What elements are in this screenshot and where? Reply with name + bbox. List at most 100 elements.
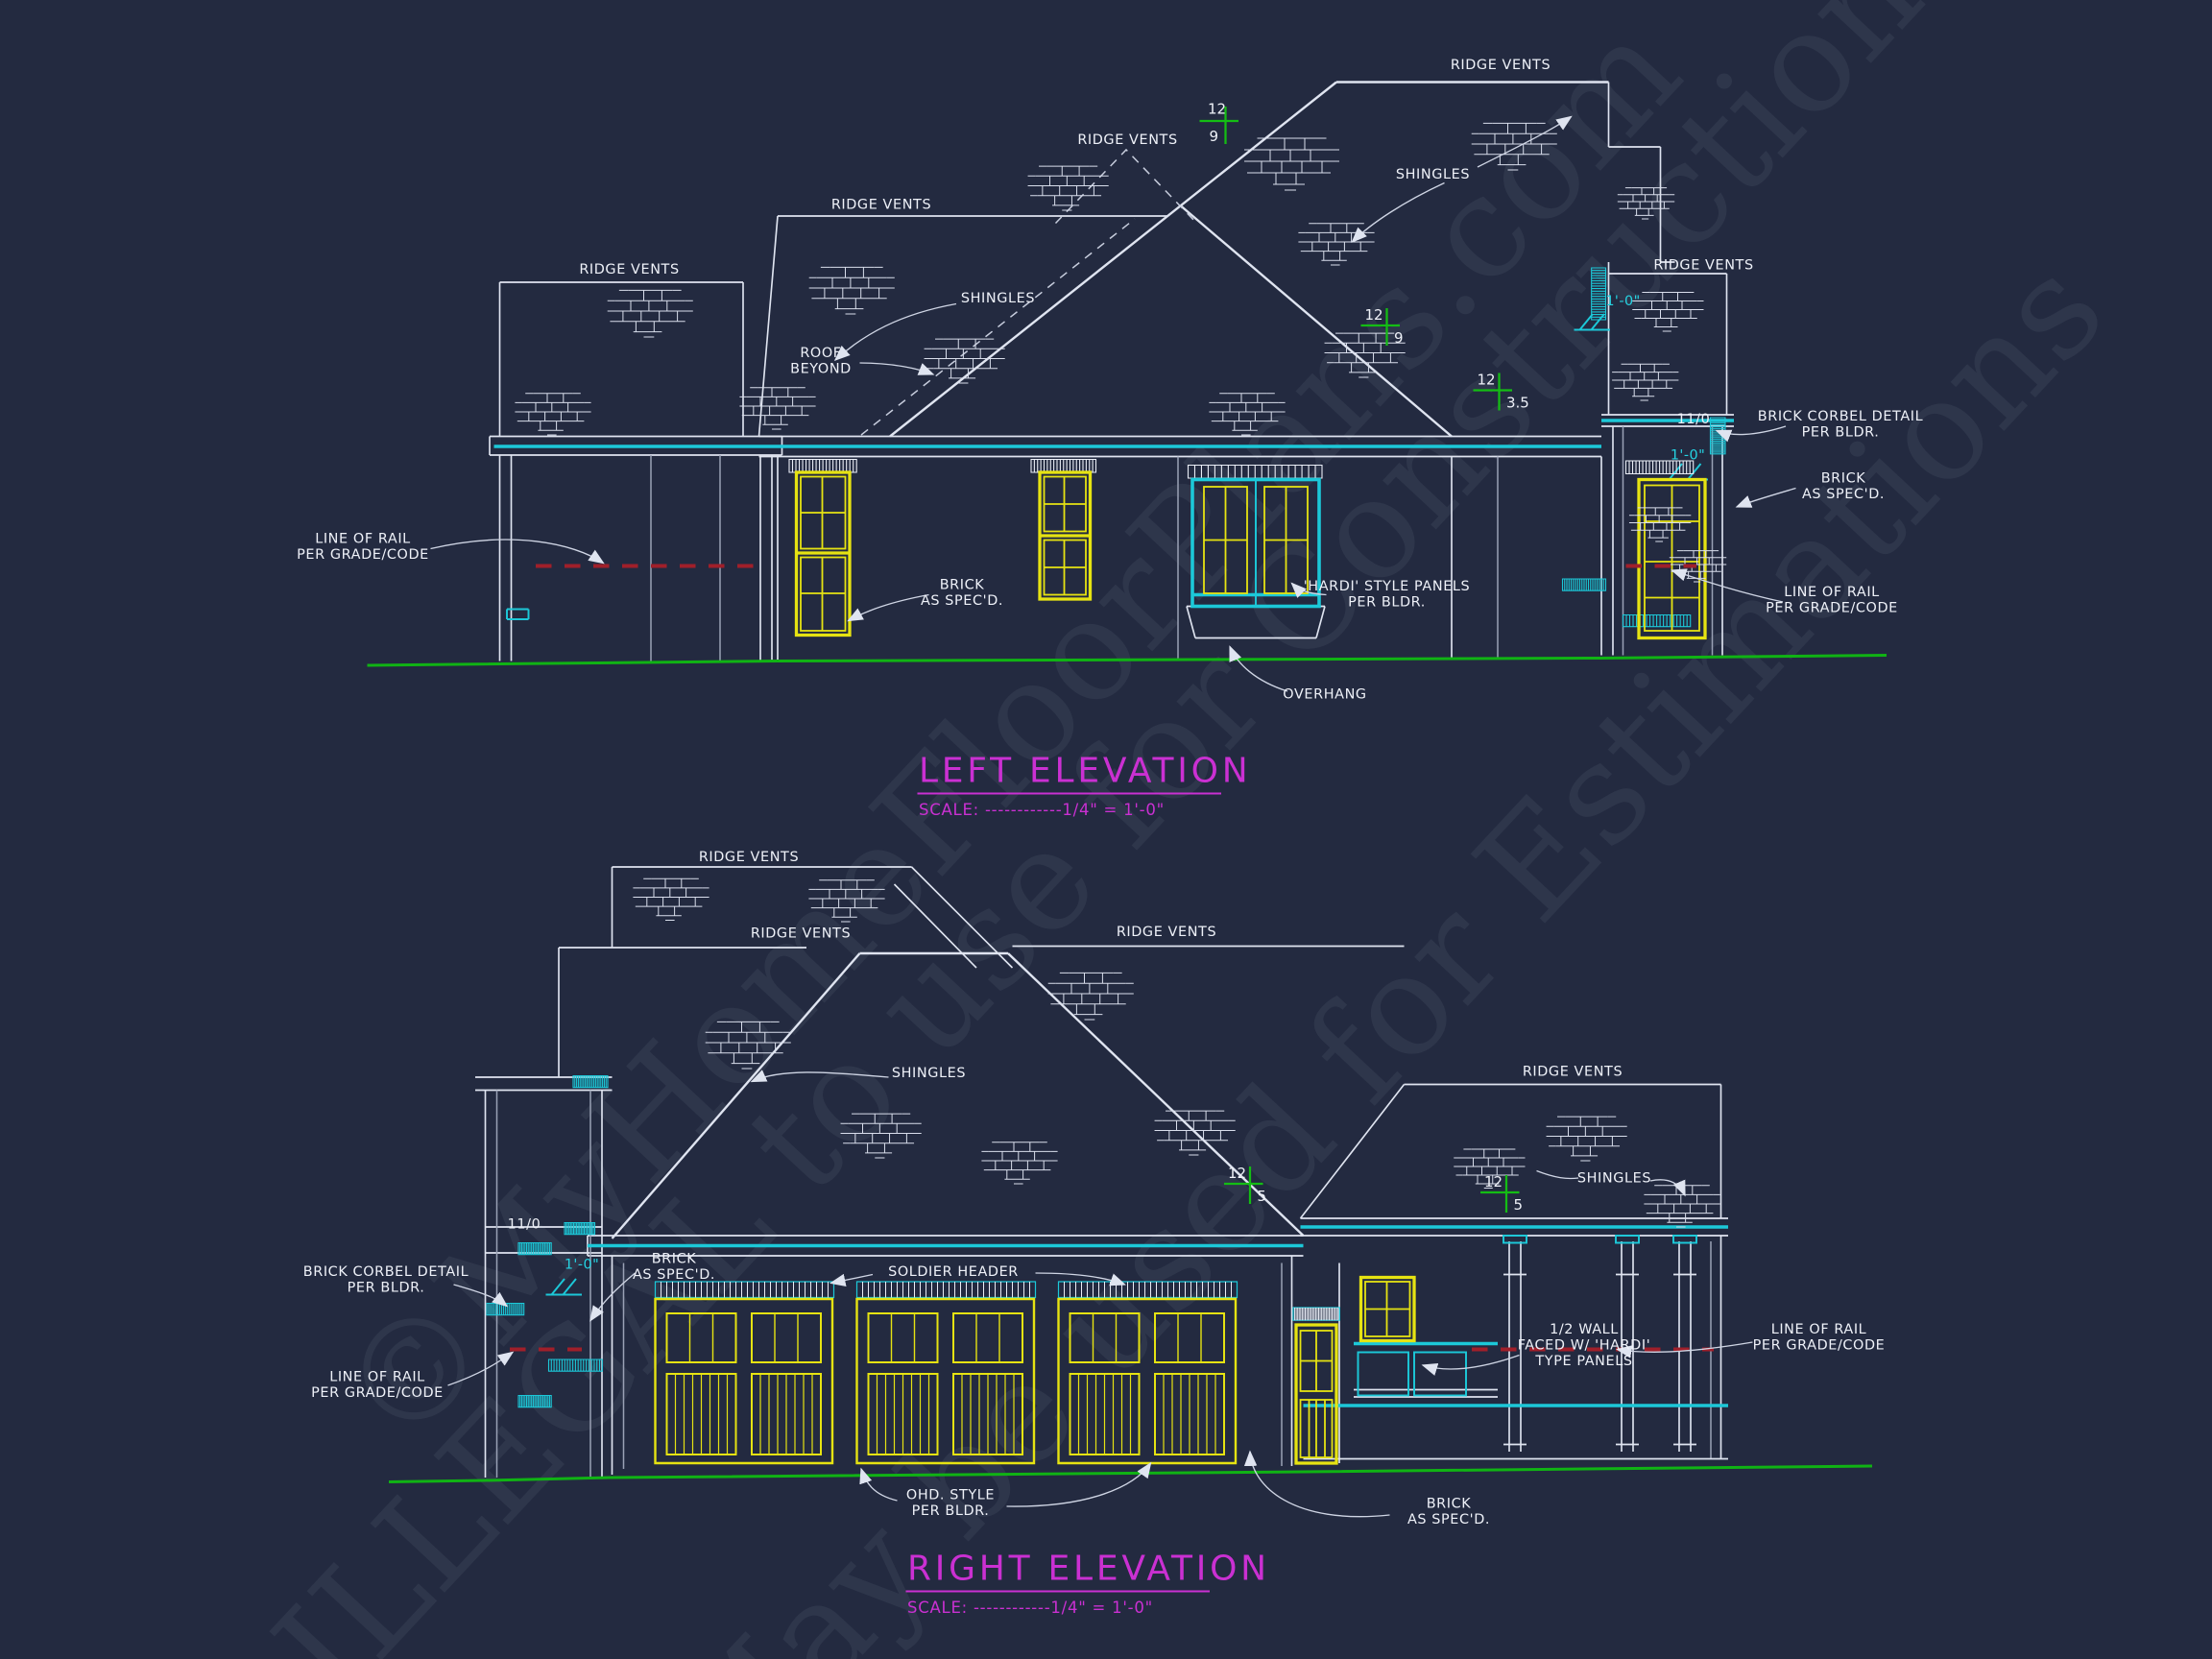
window [1038, 470, 1093, 601]
right-elevation-leaders [447, 1070, 1753, 1518]
left-elevation-windows [788, 458, 1707, 640]
grade-line [367, 654, 1887, 667]
slope-rise: 5 [1258, 1188, 1267, 1205]
label-line-of-rail: LINE OF RAIL [315, 532, 411, 547]
label-line-of-rail: LINE OF RAIL [1784, 585, 1880, 600]
porch-column [1673, 1241, 1696, 1452]
label-shingles: SHINGLES [1396, 167, 1470, 182]
label-ohd-style: OHD. STYLE [906, 1488, 995, 1503]
porch-column [1503, 1241, 1527, 1452]
title-right-elevation: RIGHT ELEVATION [907, 1550, 1270, 1589]
slope-run: 12 [1477, 372, 1495, 389]
label-roof-beyond: BEYOND [790, 362, 852, 377]
dim-one-foot: 1'-0" [1605, 294, 1640, 309]
label-line-of-rail: LINE OF RAIL [329, 1370, 425, 1385]
title-left-elevation: LEFT ELEVATION [919, 752, 1251, 791]
corbel-ladder [1561, 578, 1607, 591]
door [1294, 1323, 1338, 1465]
grade-line [388, 1464, 1873, 1483]
dim-plate-height: 11/0 [1677, 412, 1711, 427]
slope-marker: 12 5 [1224, 1165, 1266, 1205]
right-elevation-drawing: 12 5 12 5 RIDGE VENTS RIDGE VE [303, 850, 1886, 1527]
bay-window [1190, 477, 1321, 609]
label-half-wall: FACED W/ 'HARDI' [1518, 1338, 1651, 1354]
label-hardi-panels: 'HARDI' STYLE PANELS [1304, 579, 1471, 594]
soldier-header-band [1292, 1307, 1341, 1321]
slope-marker: 12 9 [1360, 306, 1404, 347]
label-ridge-vents: RIDGE VENTS [579, 262, 679, 277]
right-elevation-cyan-trim [486, 1074, 1728, 1408]
slope-rise: 9 [1209, 128, 1218, 145]
soldier-course [1187, 464, 1324, 480]
label-line-of-rail: PER GRADE/CODE [1753, 1338, 1886, 1354]
slope-rise: 9 [1394, 329, 1404, 347]
window [794, 470, 852, 637]
dim-one-foot: 1'-0" [1671, 448, 1705, 464]
corbel-ladder [572, 1074, 609, 1089]
slope-run: 12 [1484, 1173, 1503, 1190]
slope-run: 12 [1208, 101, 1226, 118]
dim-one-foot: 1'-0" [565, 1258, 599, 1273]
scale-note-right: SCALE: ------------1/4" = 1'-0" [907, 1599, 1153, 1617]
window [1358, 1275, 1416, 1343]
label-ridge-vents: RIDGE VENTS [699, 850, 799, 865]
label-half-wall: 1/2 WALL [1550, 1322, 1619, 1337]
slope-run: 12 [1228, 1165, 1246, 1182]
soldier-header-band [855, 1281, 1037, 1299]
corbel-ladder [1709, 417, 1726, 455]
label-brick: BRICK [1821, 471, 1866, 487]
slope-rise: 3.5 [1506, 395, 1529, 412]
label-ridge-vents: RIDGE VENTS [1451, 58, 1551, 73]
label-brick: BRICK [1427, 1497, 1472, 1512]
right-elevation-openings [653, 1275, 1416, 1465]
label-ohd-style: PER BLDR. [912, 1503, 990, 1519]
right-elevation-labels: RIDGE VENTS RIDGE VENTS RIDGE VENTS RIDG… [303, 850, 1886, 1527]
label-ridge-vents: RIDGE VENTS [1653, 258, 1753, 274]
label-line-of-rail: LINE OF RAIL [1771, 1322, 1867, 1337]
label-roof-beyond: ROOF [800, 346, 841, 361]
corbel-ladder [517, 1394, 552, 1408]
soldier-course [1030, 458, 1097, 473]
titles: LEFT ELEVATION SCALE: ------------1/4" =… [905, 752, 1270, 1617]
label-soldier-header: SOLDIER HEADER [888, 1264, 1019, 1280]
slope-rise: 5 [1514, 1196, 1524, 1214]
right-elevation-linework [475, 866, 1728, 1478]
label-brick-corbel: BRICK CORBEL DETAIL [303, 1264, 469, 1280]
scale-note-left: SCALE: ------------1/4" = 1'-0" [919, 801, 1165, 819]
dim-plate-height: 11/0 [508, 1217, 541, 1233]
label-shingles: SHINGLES [961, 291, 1035, 306]
label-brick: AS SPEC'D. [633, 1267, 715, 1283]
label-line-of-rail: PER GRADE/CODE [311, 1385, 444, 1401]
label-ridge-vents: RIDGE VENTS [1077, 132, 1177, 148]
label-line-of-rail: PER GRADE/CODE [1766, 601, 1898, 616]
label-brick: BRICK [940, 578, 985, 593]
corbel-ladder [1622, 613, 1692, 628]
label-ridge-vents: RIDGE VENTS [751, 926, 851, 942]
label-half-wall: TYPE PANELS [1534, 1354, 1632, 1369]
left-elevation-labels: RIDGE VENTS RIDGE VENTS RIDGE VENTS RIDG… [297, 58, 1923, 703]
slope-marker: 12 3.5 [1473, 372, 1529, 412]
left-elevation-leaders [430, 115, 1796, 692]
corbel-ladder [564, 1221, 596, 1236]
corbel-ladder [547, 1358, 604, 1372]
soldier-course [788, 458, 858, 473]
label-brick: AS SPEC'D. [921, 593, 1003, 609]
slope-marker: 12 9 [1199, 101, 1238, 145]
left-elevation-drawing: 12 9 12 9 12 3.5 RIDG [297, 58, 1923, 703]
label-overhang: OVERHANG [1283, 687, 1366, 703]
label-brick: BRICK [652, 1252, 697, 1267]
slope-marker: 12 5 [1480, 1173, 1523, 1214]
label-brick: AS SPEC'D. [1802, 487, 1885, 502]
corbel-ladder [517, 1241, 552, 1256]
label-ridge-vents: RIDGE VENTS [831, 198, 931, 213]
label-brick: AS SPEC'D. [1407, 1512, 1490, 1527]
label-brick-corbel: BRICK CORBEL DETAIL [1758, 409, 1923, 424]
label-line-of-rail: PER GRADE/CODE [297, 547, 429, 563]
label-shingles: SHINGLES [892, 1066, 966, 1081]
label-ridge-vents: RIDGE VENTS [1117, 925, 1216, 940]
slope-run: 12 [1364, 306, 1382, 324]
label-ridge-vents: RIDGE VENTS [1523, 1065, 1623, 1080]
label-hardi-panels: PER BLDR. [1348, 595, 1426, 611]
label-brick-corbel: PER BLDR. [348, 1281, 425, 1296]
